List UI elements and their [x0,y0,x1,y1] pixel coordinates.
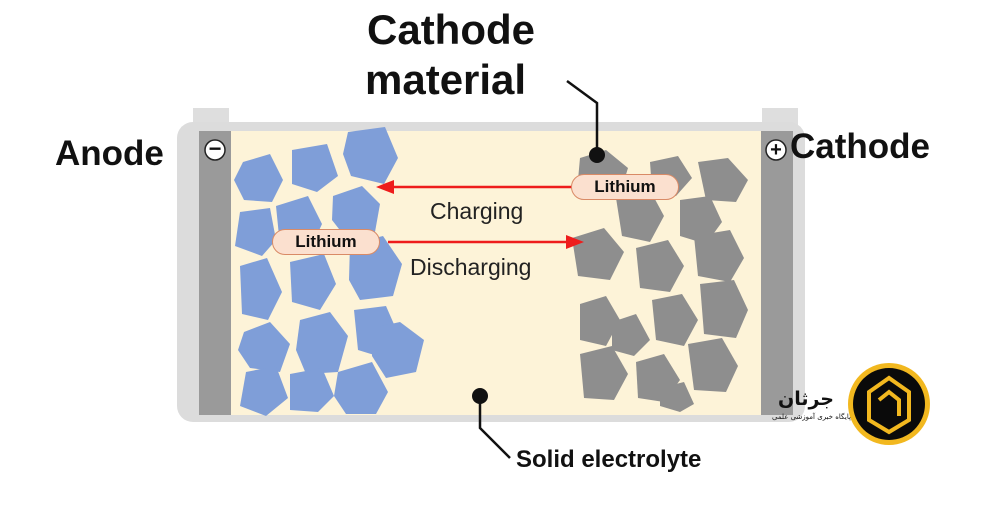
solid-electrolyte-label: Solid electrolyte [516,446,702,473]
cathode-material-label-line2: material [365,56,527,103]
discharging-label: Discharging [410,254,532,280]
anode-label: Anode [55,134,164,173]
plus-sign: + [770,139,782,161]
watermark-logo-icon [848,363,930,445]
cathode-material-label-line1: Cathode [367,6,535,53]
minus-terminal-icon [204,139,226,161]
watermark-tagline: پایگاه خبری آموزشی علمی [772,413,851,421]
solid-electrolyte-leader [472,388,511,459]
charging-label: Charging [430,198,524,224]
cathode-electrode [761,131,793,415]
cathode-label: Cathode [790,127,930,166]
lithium-ion-badge-top: Lithium [571,174,679,200]
cathode-material-leader [566,79,605,163]
watermark-name: جرثان [778,388,834,410]
discharging-arrow [388,235,584,249]
lithium-ion-badge-bottom: Lithium [272,229,380,255]
plus-terminal-icon [765,139,787,161]
anode-electrode [199,131,231,415]
minus-sign: − [208,136,222,161]
cathode-particles [572,150,748,412]
charging-arrow [376,180,572,194]
